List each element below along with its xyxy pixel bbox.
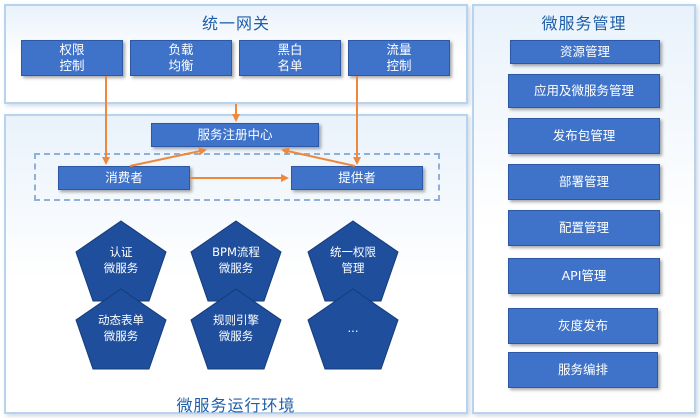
gateway-item-label: 权限 控制 bbox=[59, 42, 85, 73]
gateway-item-label: 流量 控制 bbox=[386, 42, 412, 73]
service-label: ... bbox=[347, 321, 359, 335]
mgmt-item-config[interactable]: 配置管理 bbox=[508, 210, 660, 246]
mgmt-item-label: API管理 bbox=[561, 268, 607, 283]
gateway-title: 统一网关 bbox=[201, 14, 270, 33]
mgmt-item-deployment[interactable]: 部署管理 bbox=[508, 164, 660, 200]
service-label: 统一权限 管理 bbox=[330, 245, 376, 275]
management-panel: 微服务管理 bbox=[472, 4, 696, 414]
mgmt-item-label: 灰度发布 bbox=[557, 318, 608, 333]
service-auth[interactable]: 认证 微服务 bbox=[73, 218, 169, 304]
provider-box[interactable]: 提供者 bbox=[291, 166, 423, 190]
service-more[interactable]: ... bbox=[305, 286, 401, 372]
service-label: BPM流程 微服务 bbox=[212, 245, 260, 275]
gateway-item-load-balancing[interactable]: 负载 均衡 bbox=[130, 40, 232, 76]
mgmt-item-label: 配置管理 bbox=[558, 220, 609, 235]
service-label: 动态表单 微服务 bbox=[98, 313, 144, 343]
mgmt-item-orchestration[interactable]: 服务编排 bbox=[508, 352, 658, 388]
gateway-item-traffic-control[interactable]: 流量 控制 bbox=[348, 40, 450, 76]
mgmt-item-label: 部署管理 bbox=[558, 174, 609, 189]
mgmt-item-label: 发布包管理 bbox=[552, 128, 616, 143]
consumer-box[interactable]: 消费者 bbox=[58, 166, 190, 190]
mgmt-item-packages[interactable]: 发布包管理 bbox=[508, 118, 660, 154]
gateway-item-label: 黑白 名单 bbox=[277, 42, 303, 73]
service-rule-engine[interactable]: 规则引擎 微服务 bbox=[188, 286, 284, 372]
service-label: 规则引擎 微服务 bbox=[213, 313, 259, 343]
gateway-item-permission[interactable]: 权限 控制 bbox=[21, 40, 123, 76]
mgmt-item-apps[interactable]: 应用及微服务管理 bbox=[508, 74, 660, 108]
runtime-title: 微服务运行环境 bbox=[176, 396, 296, 415]
pentagon-shape bbox=[190, 288, 282, 370]
management-title: 微服务管理 bbox=[541, 14, 627, 33]
provider-label: 提供者 bbox=[338, 170, 376, 185]
pentagon-shape bbox=[75, 288, 167, 370]
service-registry[interactable]: 服务注册中心 bbox=[151, 123, 319, 147]
service-dynamic-form[interactable]: 动态表单 微服务 bbox=[73, 286, 169, 372]
mgmt-item-api[interactable]: API管理 bbox=[508, 258, 660, 294]
gateway-item-label: 负载 均衡 bbox=[168, 42, 194, 73]
consumer-label: 消费者 bbox=[105, 170, 143, 185]
mgmt-item-label: 资源管理 bbox=[559, 44, 610, 59]
gateway-item-black-white-list[interactable]: 黑白 名单 bbox=[239, 40, 341, 76]
service-label: 认证 微服务 bbox=[103, 245, 139, 275]
service-registry-label: 服务注册中心 bbox=[197, 127, 273, 142]
pentagon-shape bbox=[307, 288, 399, 370]
mgmt-item-label: 应用及微服务管理 bbox=[533, 83, 634, 98]
consumer-provider-group bbox=[34, 153, 440, 201]
mgmt-item-gray-release[interactable]: 灰度发布 bbox=[508, 308, 658, 344]
mgmt-item-resources[interactable]: 资源管理 bbox=[510, 40, 660, 64]
service-bpm[interactable]: BPM流程 微服务 bbox=[188, 218, 284, 304]
mgmt-item-label: 服务编排 bbox=[557, 362, 608, 377]
